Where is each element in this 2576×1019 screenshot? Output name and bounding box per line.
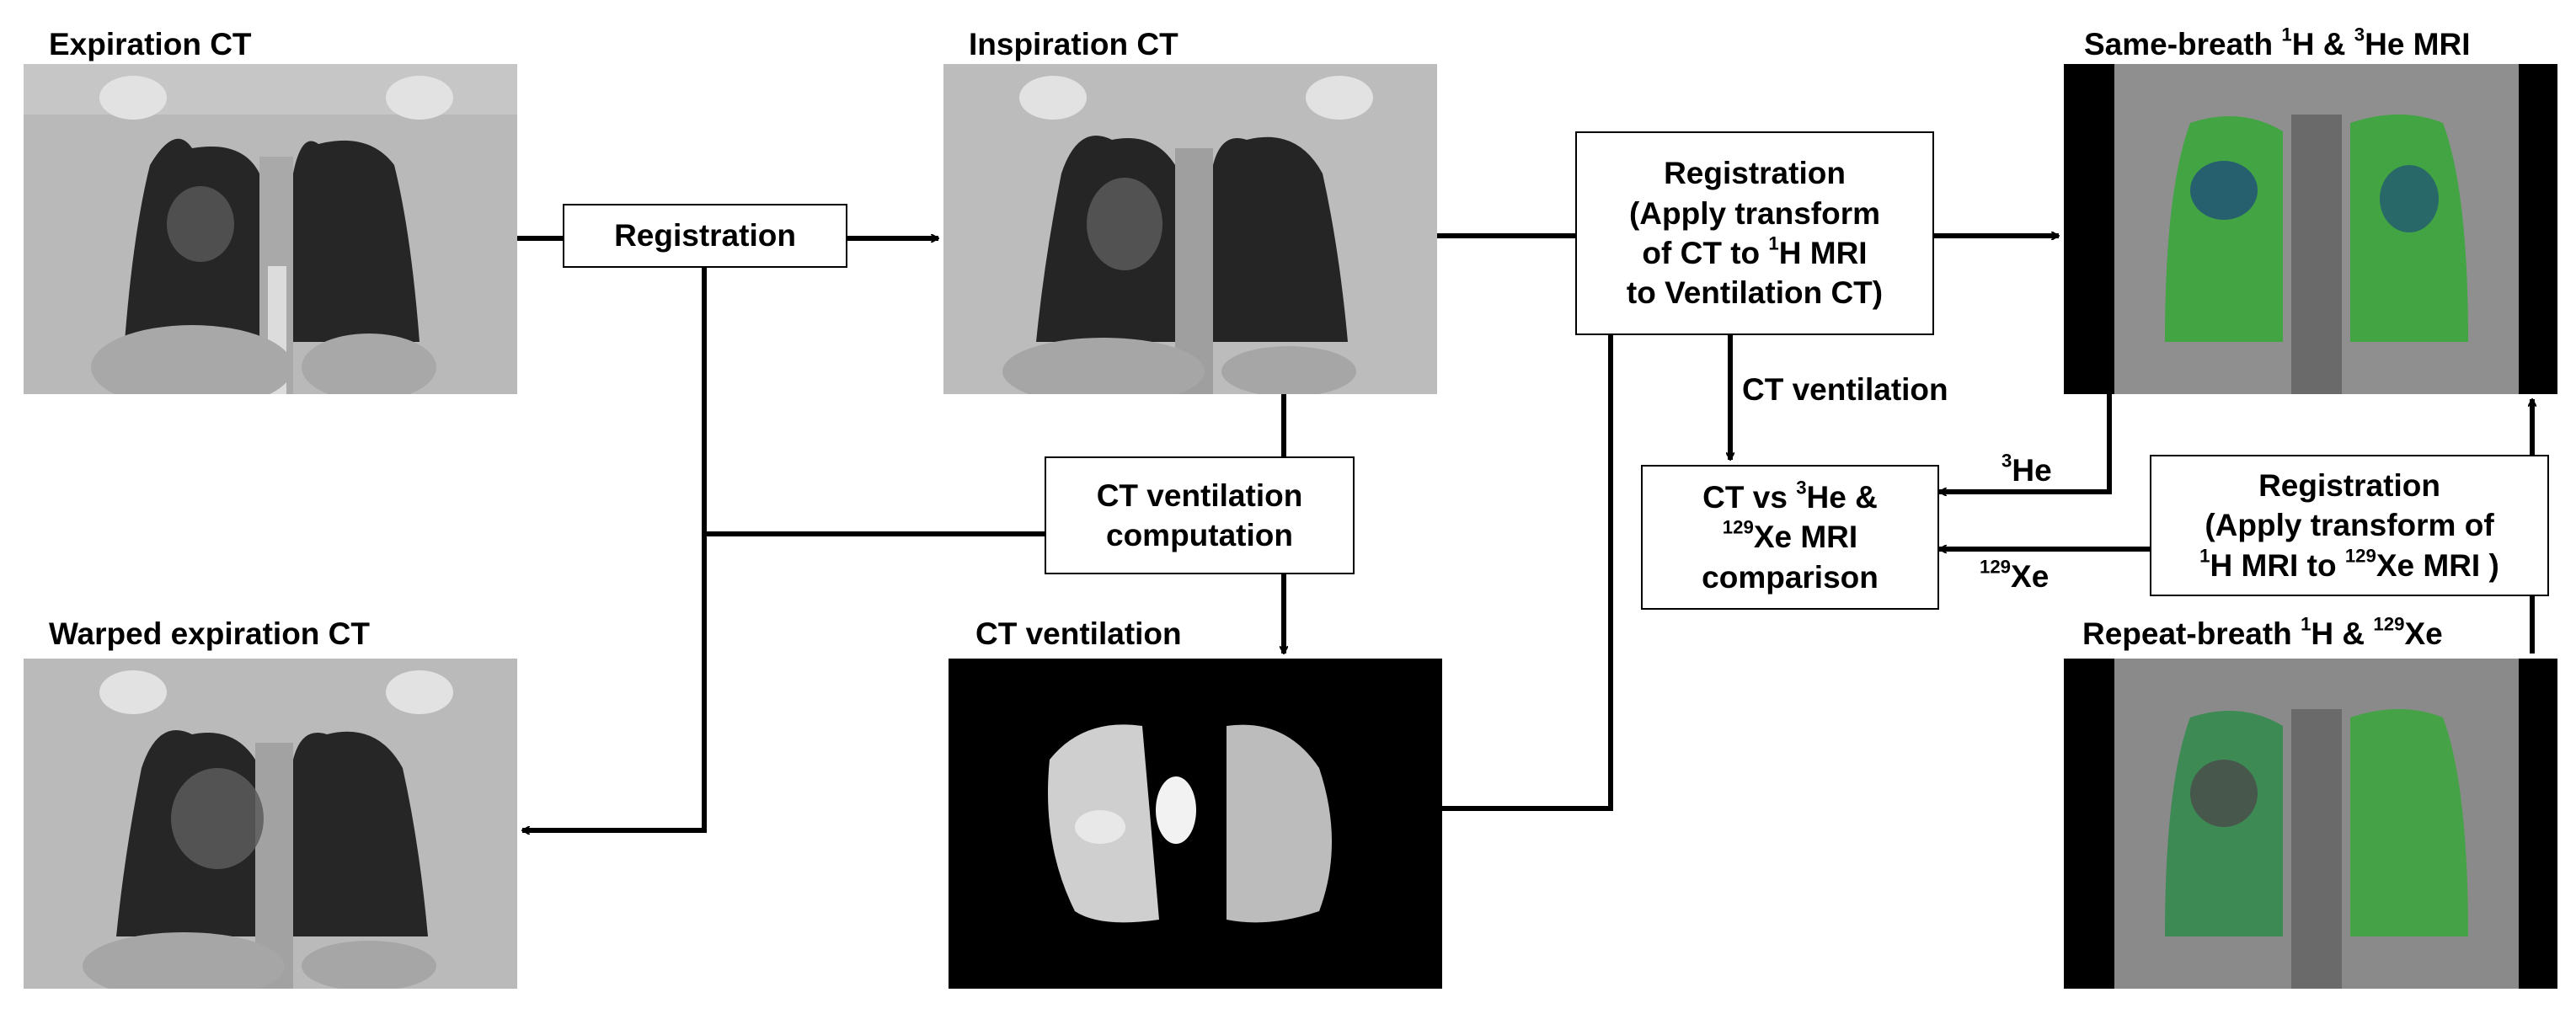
inspiration-ct-title: Inspiration CT: [969, 27, 1178, 61]
comparison-line3: comparison: [1702, 559, 1879, 595]
computation-line1: CT ventilation: [1096, 477, 1303, 513]
arrow-ventimg-to-regct: [1442, 322, 1611, 811]
repeat-breath-title: Repeat-breath 1H & 129Xe: [2082, 613, 2443, 651]
computation-line2: computation: [1106, 518, 1293, 552]
registration-ct-line2: (Apply transform: [1628, 195, 1881, 231]
comparison-line2: 129Xe MRI: [1722, 516, 1858, 555]
comparison-line1: CT vs 3He &: [1702, 477, 1878, 515]
registration-box-label: Registration: [614, 218, 796, 253]
ct-ventilation-arrow-label: CT ventilation: [1742, 372, 1948, 407]
registration-ct-line1: Registration: [1664, 156, 1846, 191]
warped-expiration-ct-image: [24, 659, 517, 989]
expiration-ct-image: [24, 64, 517, 394]
same-breath-mri-image: [2064, 64, 2557, 394]
registration-ct-line4: to Ventilation CT): [1626, 275, 1884, 311]
warped-expiration-ct-title: Warped expiration CT: [49, 616, 371, 651]
registration-mri-box: Registration (Apply transform of 1H MRI …: [2150, 455, 2549, 596]
registration-box: Registration: [563, 204, 847, 268]
registration-mri-line3: 1H MRI to 129Xe MRI ): [2199, 545, 2499, 583]
registration-ct-box: Registration (Apply transform of CT to 1…: [1575, 131, 1934, 335]
comparison-box: CT vs 3He & 129Xe MRI comparison: [1641, 465, 1939, 610]
registration-mri-line2: (Apply transform of: [2205, 508, 2494, 543]
inspiration-ct-image: [943, 64, 1437, 394]
registration-mri-line1: Registration: [2258, 467, 2440, 503]
registration-ct-line3: of CT to 1H MRI: [1642, 232, 1868, 270]
ct-ventilation-computation-box: CT ventilation computation: [1045, 456, 1355, 574]
ct-ventilation-image-title: CT ventilation: [975, 616, 1182, 651]
xe129-arrow-label: 129Xe: [1980, 556, 2050, 594]
same-breath-mri-title: Same-breath 1H & 3He MRI: [2084, 24, 2471, 61]
repeat-breath-mri-image: [2064, 659, 2557, 989]
he3-arrow-label: 3He: [2001, 450, 2052, 488]
expiration-ct-title: Expiration CT: [49, 27, 252, 61]
ct-ventilation-image: [949, 659, 1442, 989]
arrow-reg-to-warped: [522, 268, 707, 830]
